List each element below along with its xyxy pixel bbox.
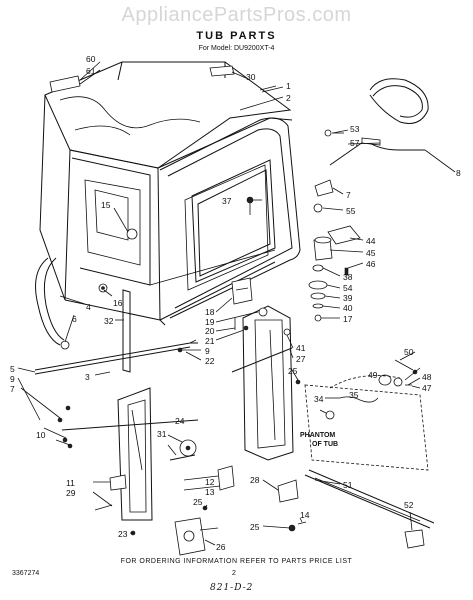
callout-1: 1: [286, 81, 291, 91]
callout-48: 48: [422, 372, 432, 382]
support-rail: [122, 289, 131, 373]
document-number: 3367274: [12, 570, 40, 577]
callout-31: 31: [157, 429, 167, 439]
callout-30: 30: [246, 72, 256, 82]
callout-7-b: 7: [10, 384, 15, 394]
diagram-title: TUB PARTS: [196, 30, 277, 42]
callout-60: 60: [86, 54, 96, 64]
callout-21: 21: [205, 336, 215, 346]
callout-34: 34: [314, 394, 324, 404]
rods: [61, 347, 435, 529]
callout-45: 45: [366, 248, 376, 258]
phantom-label-line-2: OF TUB: [312, 441, 338, 448]
side-panel: [242, 305, 294, 461]
callout-4: 4: [86, 302, 91, 312]
callout-20: 20: [205, 326, 215, 336]
drain-hose: [35, 257, 65, 346]
callout-35: 35: [349, 390, 359, 400]
callout-28: 28: [250, 475, 260, 485]
callout-10: 10: [36, 430, 46, 440]
callout-41: 41: [296, 343, 306, 353]
callout-32: 32: [104, 316, 114, 326]
callout-27: 27: [296, 354, 306, 364]
callout-50: 50: [404, 347, 414, 357]
callout-5: 5: [10, 364, 15, 374]
callout-labels: 60 61 30 1 2 53 57 8 7 55 37 44 45 46 38…: [10, 54, 461, 552]
phantom-tub-outline: [304, 375, 429, 471]
small-parts: [49, 65, 425, 556]
callout-2: 2: [286, 93, 291, 103]
callout-53: 53: [350, 124, 360, 134]
phantom-label-line-1: PHANTOM: [300, 432, 335, 439]
callout-8: 8: [456, 168, 461, 178]
callout-26: 26: [216, 542, 226, 552]
callout-29: 29: [66, 488, 76, 498]
callout-15: 15: [101, 200, 111, 210]
leader-lines: [17, 61, 456, 546]
callout-47: 47: [422, 383, 432, 393]
page-number: 2: [232, 570, 236, 577]
callout-19: 19: [205, 317, 215, 327]
callout-40: 40: [343, 303, 353, 313]
callout-6: 6: [72, 314, 77, 324]
callout-44: 44: [366, 236, 376, 246]
ordering-note: FOR ORDERING INFORMATION REFER TO PARTS …: [120, 558, 353, 565]
callout-16: 16: [113, 298, 123, 308]
callout-23: 23: [118, 529, 128, 539]
callout-55: 55: [346, 206, 356, 216]
callout-12: 12: [205, 477, 215, 487]
callout-25-b: 25: [193, 497, 203, 507]
door-gasket: [159, 117, 301, 319]
callout-18: 18: [205, 307, 215, 317]
callout-14: 14: [300, 510, 310, 520]
left-leg-panel: [117, 387, 153, 521]
tub-frame: [39, 61, 293, 326]
callout-17: 17: [343, 314, 353, 324]
callout-46: 46: [366, 259, 376, 269]
callout-22: 22: [205, 356, 215, 366]
callout-57: 57: [350, 138, 360, 148]
callout-49: 49: [368, 370, 378, 380]
callout-24: 24: [175, 416, 185, 426]
callout-37: 37: [222, 196, 232, 206]
water-line-coil: [329, 78, 429, 166]
callout-54: 54: [343, 283, 353, 293]
callout-25-a: 25: [288, 366, 298, 376]
callout-11: 11: [66, 478, 75, 488]
callout-9-b: 9: [10, 374, 15, 384]
callout-7: 7: [346, 190, 351, 200]
callout-52: 52: [404, 500, 414, 510]
callout-9: 9: [205, 346, 210, 356]
watermark: AppliancePartsPros.com: [121, 4, 352, 26]
callout-25-c: 25: [250, 522, 260, 532]
handwritten-code: 821-D-2: [210, 583, 254, 593]
callout-61: 61: [86, 66, 96, 76]
model-subtitle: For Model: DU9200XT-4: [198, 45, 275, 52]
callout-38: 38: [343, 272, 353, 282]
callout-13: 13: [205, 487, 215, 497]
fill-tube: [34, 339, 198, 375]
callout-39: 39: [343, 293, 353, 303]
callout-51: 51: [343, 480, 353, 490]
callout-3: 3: [85, 372, 90, 382]
